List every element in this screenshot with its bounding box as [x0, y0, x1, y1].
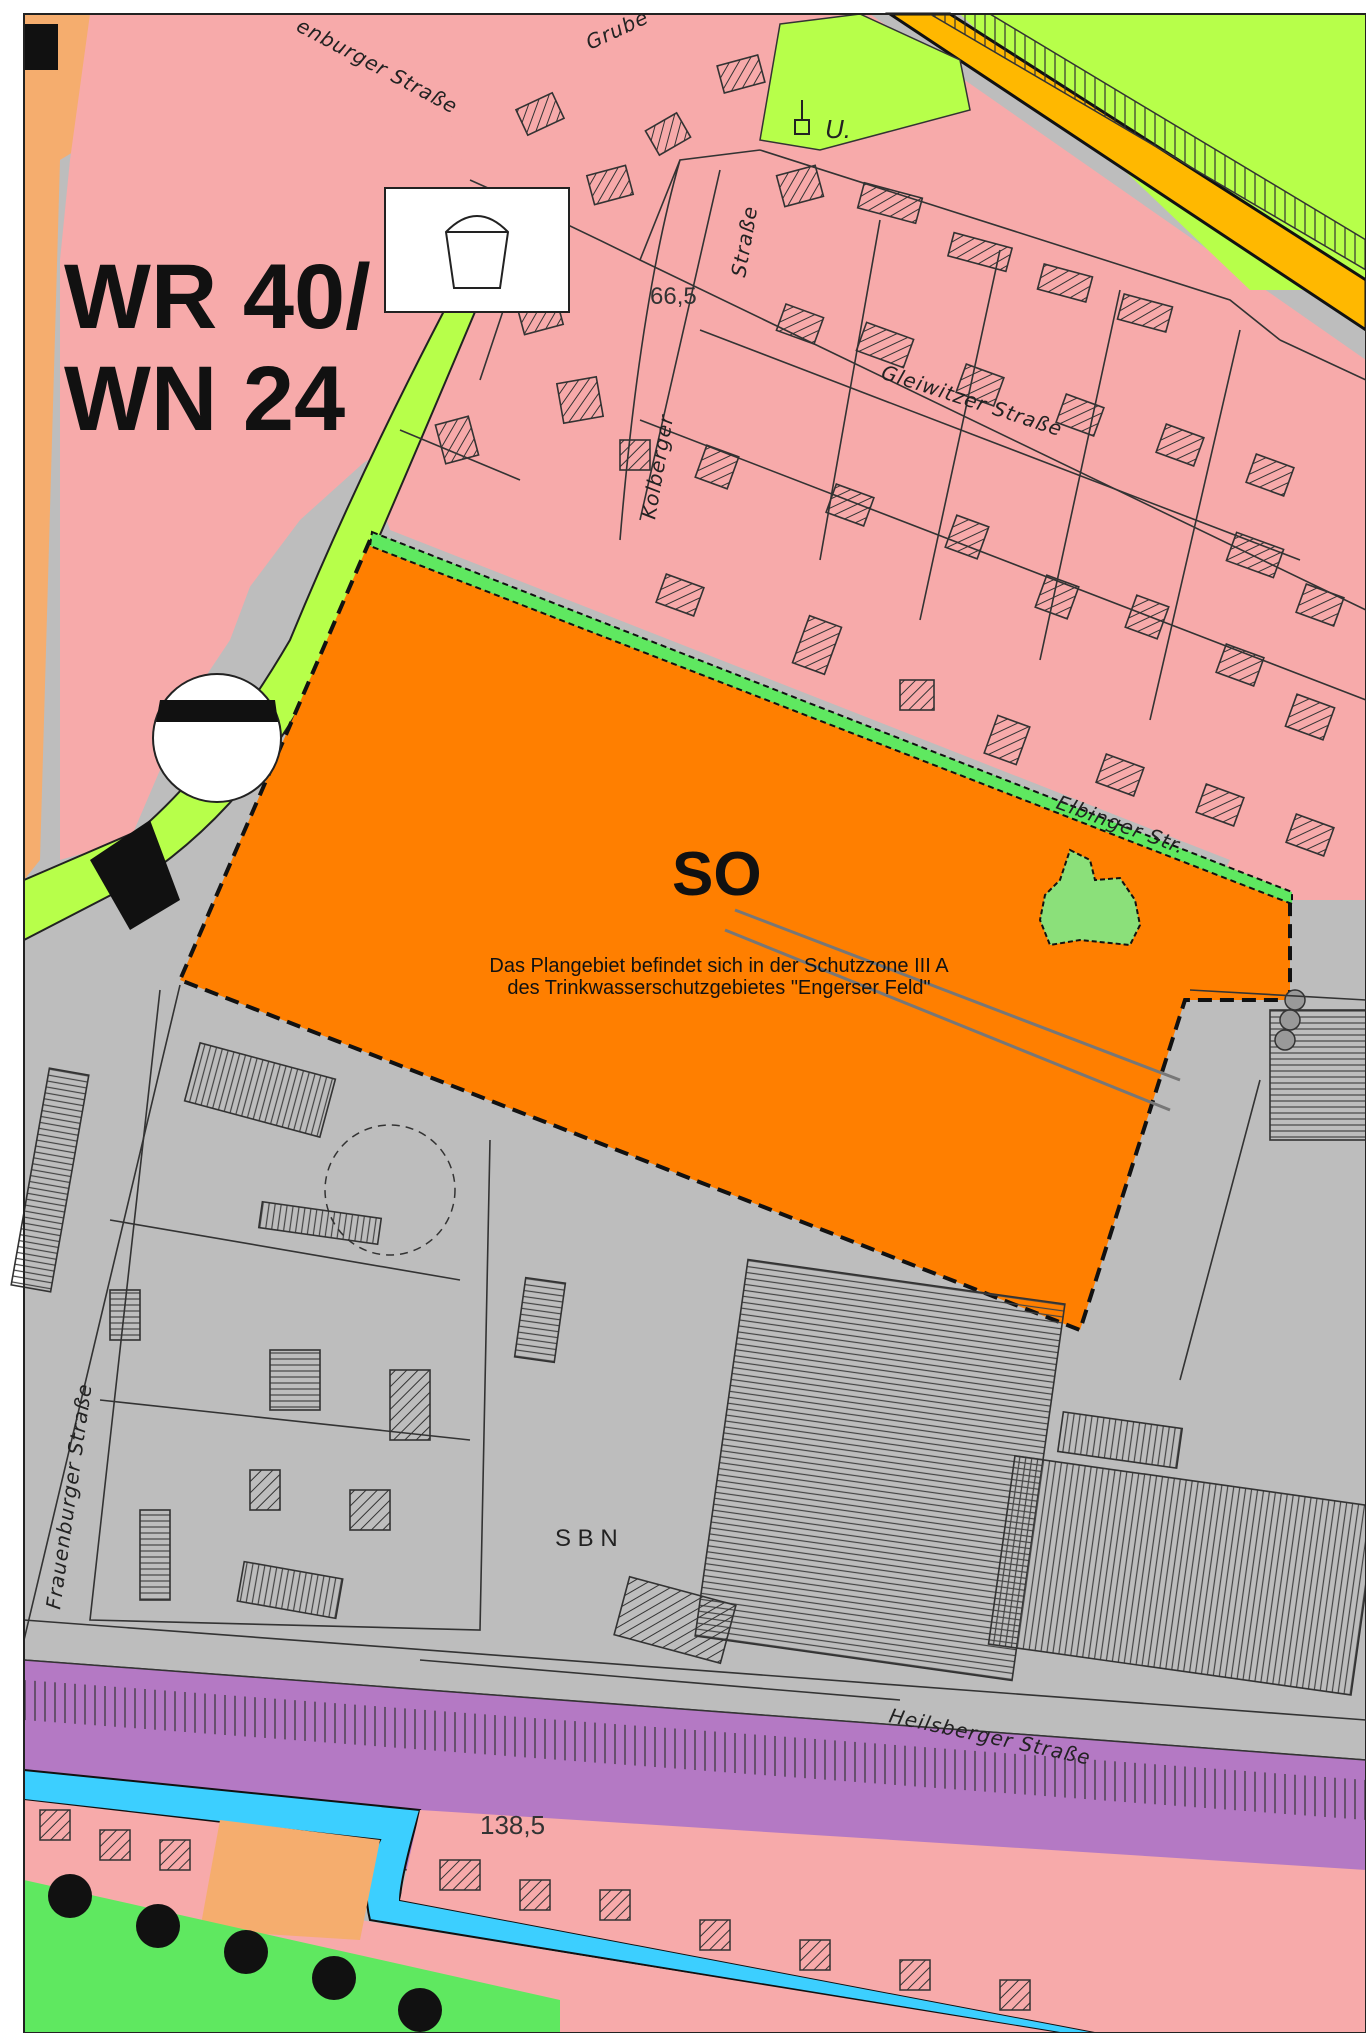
residential-area-southeast — [400, 1810, 1366, 2033]
zone-label-wr: WR 40/ — [64, 246, 371, 348]
so-green-border-strip — [368, 530, 1293, 906]
residential-buildings — [434, 54, 1345, 857]
elevation-label-1: 66,5 — [650, 283, 697, 310]
black-wedge — [90, 820, 180, 930]
south-buildings — [39, 1809, 1031, 2011]
utility-label: U. — [825, 114, 851, 144]
protection-zone-note-line1: Das Plangebiet befindet sich in der Schu… — [489, 955, 949, 977]
mixed-area-south — [200, 1820, 380, 1940]
protection-zone-note-line2: des Trinkwasserschutzgebietes "Engerser … — [507, 977, 930, 999]
elevation-label-2: 138,5 — [480, 1810, 545, 1840]
symbol-box — [384, 187, 570, 313]
boundary-circle-symbol — [152, 673, 282, 803]
utility-symbol — [794, 100, 810, 135]
black-corner-mark — [24, 24, 58, 70]
industrial-buildings — [10, 1009, 1366, 1696]
so-internal-lines — [724, 908, 1181, 1112]
mixed-use-area-west — [24, 14, 300, 880]
crane-radius — [324, 1124, 456, 1256]
railway-tracks — [24, 1680, 1366, 1820]
zone-label-sbn: S B N — [555, 1525, 618, 1552]
so-green-pond — [1038, 848, 1142, 947]
residential-area-west — [60, 14, 470, 860]
tower-icon — [444, 215, 510, 289]
zone-label-wn: WN 24 — [64, 348, 345, 450]
map-frame — [23, 13, 1366, 2033]
zone-label-so: SO — [672, 840, 762, 909]
tree-row — [48, 1874, 442, 2032]
